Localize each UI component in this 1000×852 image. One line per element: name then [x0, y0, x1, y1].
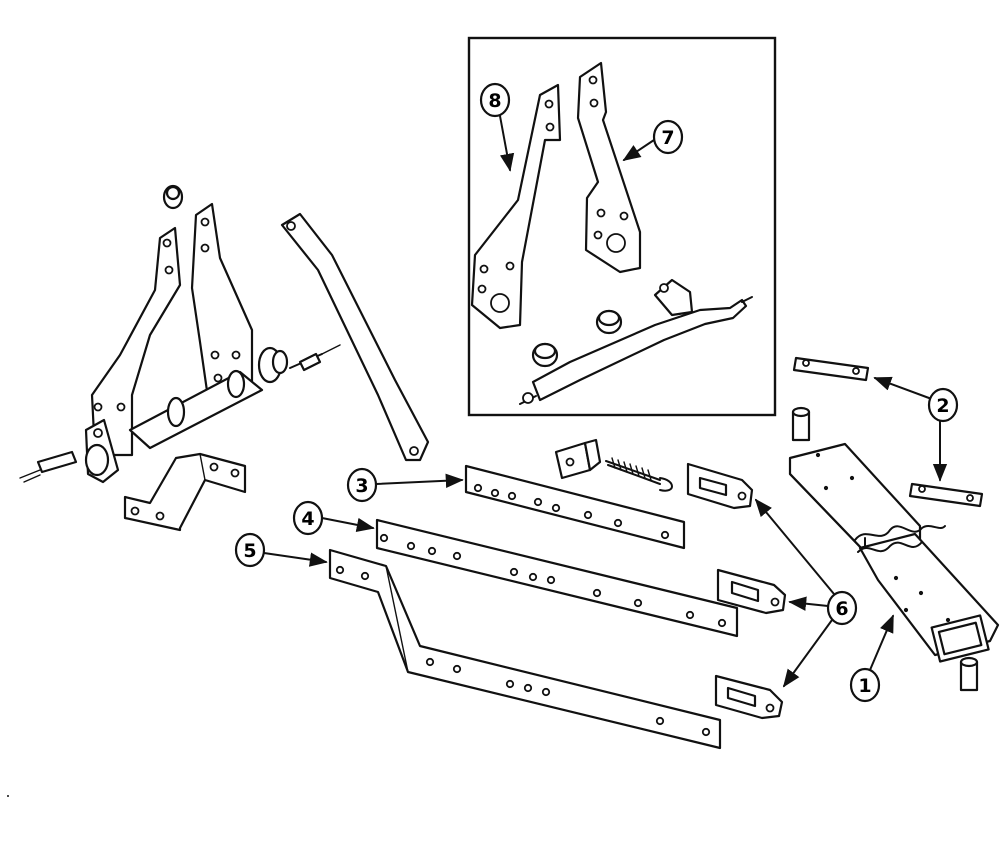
diagonal-brace [280, 212, 430, 462]
svg-text:2: 2 [936, 395, 949, 417]
scan-speck [7, 795, 9, 797]
plate-part-2-top [792, 356, 870, 382]
callout-4: 4 [292, 500, 375, 536]
square-tube-part-1 [788, 442, 1000, 663]
clip-bracket [554, 438, 602, 480]
callout-7: 7 [622, 119, 684, 161]
svg-text:3: 3 [355, 475, 368, 497]
callout-8: 8 [479, 82, 515, 172]
bar-part-3 [464, 464, 686, 550]
svg-text:5: 5 [243, 540, 256, 562]
tube-bushing-bottom [959, 656, 979, 692]
u-bracket [123, 452, 247, 532]
callout-2: 2 [873, 376, 959, 482]
a-frame-mast-assembly [19, 184, 341, 484]
callout-6: 6 [754, 498, 858, 688]
bar-part-4 [375, 518, 739, 638]
inset-bushings [531, 309, 623, 368]
svg-text:8: 8 [488, 90, 501, 112]
svg-text:6: 6 [835, 598, 848, 620]
plate-part-2-bottom [908, 482, 984, 508]
svg-text:1: 1 [858, 675, 871, 697]
svg-text:7: 7 [661, 127, 674, 149]
spring-pin [605, 457, 673, 492]
plate-part-6-bottom [714, 674, 784, 720]
bracket-part-7 [576, 61, 642, 274]
bar-part-5 [328, 548, 722, 750]
callout-3: 3 [346, 467, 464, 503]
svg-text:4: 4 [301, 508, 314, 530]
plate-part-6-top [686, 462, 754, 510]
tube-bushing-top [791, 406, 811, 442]
callout-1: 1 [849, 614, 894, 703]
inset-link-rod [519, 278, 753, 405]
plate-part-6-middle [716, 568, 787, 615]
bracket-part-8 [470, 83, 562, 330]
callout-5: 5 [234, 532, 328, 568]
